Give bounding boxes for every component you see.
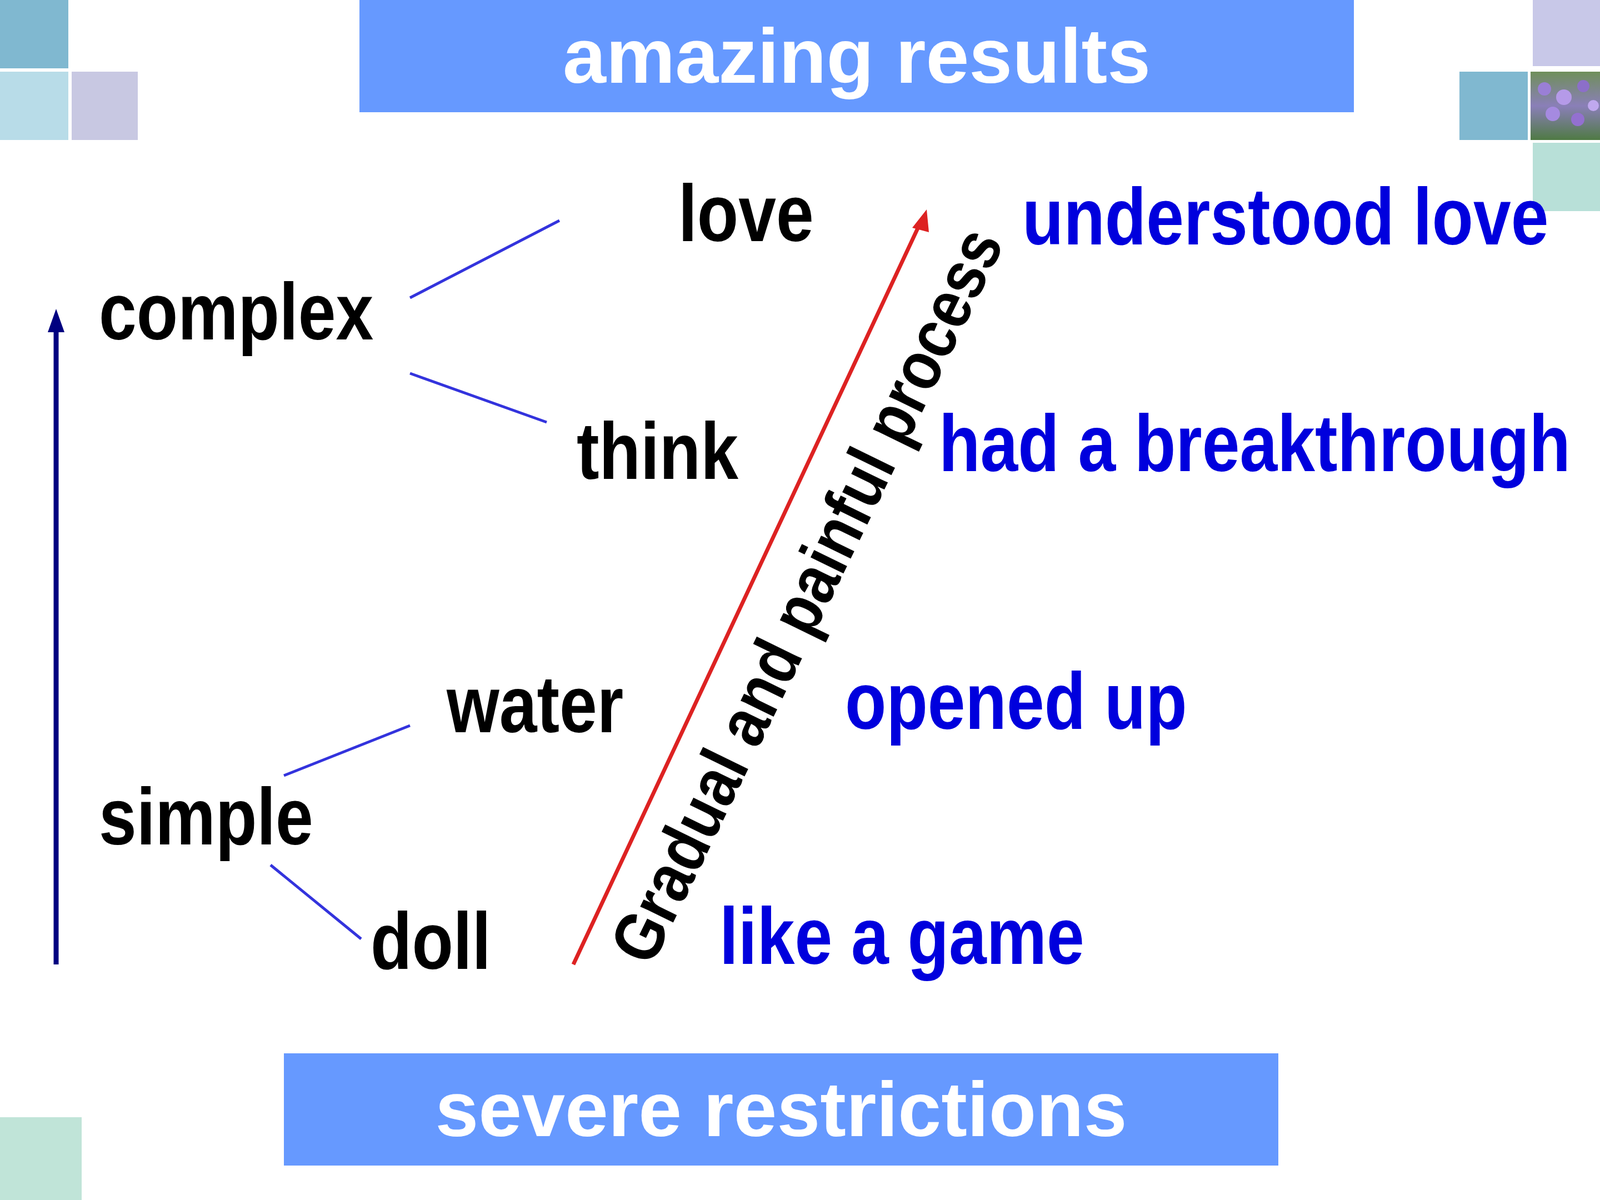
corner-square <box>71 71 138 140</box>
corner-square <box>1459 71 1528 140</box>
arrow-head <box>47 308 65 333</box>
word-label: water <box>446 664 624 745</box>
arrow-head <box>912 209 929 233</box>
band-text: severe restrictions <box>435 1070 1127 1149</box>
word-label: complex <box>98 271 374 353</box>
flower-photo <box>1530 71 1600 140</box>
result-label: had a breakthrough <box>938 403 1571 484</box>
band-text: amazing results <box>562 17 1151 95</box>
leader-line <box>410 220 560 298</box>
progress-arrow <box>573 221 922 965</box>
result-label: understood love <box>1022 176 1549 258</box>
leader-line <box>410 373 547 423</box>
heading-band: amazing results <box>359 0 1354 113</box>
heading-band: severe restrictions <box>283 1053 1279 1166</box>
result-label: opened up <box>845 661 1188 742</box>
word-label: love <box>678 173 814 254</box>
leader-line <box>270 865 362 939</box>
corner-square <box>1532 0 1600 67</box>
result-label: like a game <box>719 896 1085 977</box>
corner-square <box>0 0 69 69</box>
complexity-axis <box>53 322 59 965</box>
word-label: simple <box>98 776 314 858</box>
leader-line <box>283 725 410 776</box>
corner-square <box>0 1117 82 1200</box>
word-label: doll <box>370 901 491 982</box>
word-label: think <box>576 411 739 492</box>
process-label: Gradual and painful process <box>598 217 1015 973</box>
corner-square <box>0 71 69 140</box>
